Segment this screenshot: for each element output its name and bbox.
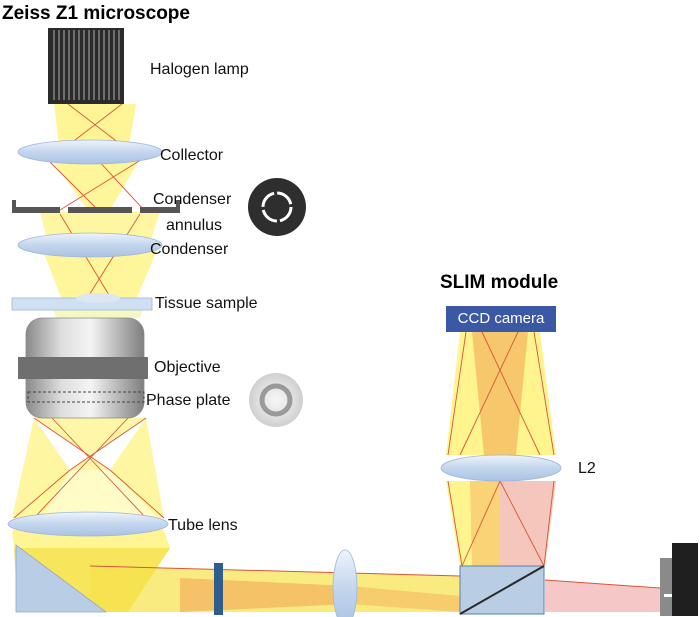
right-camera-device bbox=[660, 543, 698, 616]
label-l2: L2 bbox=[578, 460, 596, 477]
label-condenser-annulus-1: Condenser bbox=[153, 191, 232, 208]
label-collector: Collector bbox=[160, 147, 224, 164]
label-condenser: Condenser bbox=[150, 241, 229, 258]
tube-lens bbox=[7, 511, 169, 537]
collector-lens bbox=[17, 139, 163, 165]
slim-beam bbox=[446, 332, 556, 566]
label-tube-lens: Tube lens bbox=[168, 517, 238, 534]
l2-lens bbox=[440, 454, 562, 482]
slim-module-title: SLIM module bbox=[440, 272, 559, 293]
annulus-disk-icon bbox=[248, 178, 306, 236]
tissue-sample-slide bbox=[11, 293, 153, 311]
condenser-annulus-stop bbox=[12, 200, 180, 213]
microscope-title: Zeiss Z1 microscope bbox=[2, 3, 190, 24]
relay-beam bbox=[89, 565, 661, 612]
label-halogen-lamp: Halogen lamp bbox=[150, 61, 249, 78]
condenser-lens bbox=[17, 232, 163, 258]
relay-aperture-plate bbox=[214, 563, 223, 615]
label-phase-plate: Phase plate bbox=[146, 392, 231, 409]
phase-ring-icon bbox=[249, 373, 303, 427]
folding-mirror bbox=[15, 544, 108, 613]
beam-splitter-icon bbox=[459, 565, 545, 615]
objective-lens bbox=[18, 317, 148, 419]
lamp-grille-icon bbox=[48, 28, 124, 104]
ray-lines bbox=[13, 103, 555, 567]
label-objective: Objective bbox=[154, 359, 221, 376]
label-tissue-sample: Tissue sample bbox=[155, 295, 258, 312]
label-condenser-annulus-2: annulus bbox=[166, 217, 223, 234]
relay-lens bbox=[332, 549, 358, 617]
ccd-camera: CCD camera bbox=[446, 306, 556, 332]
